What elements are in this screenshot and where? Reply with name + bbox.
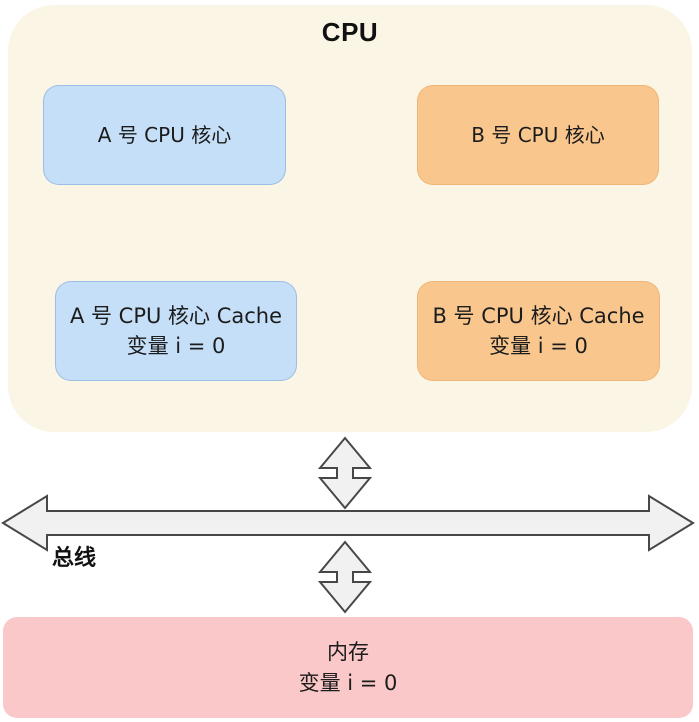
core-a-box: A 号 CPU 核心 xyxy=(43,85,286,185)
core-b-box: B 号 CPU 核心 xyxy=(417,85,659,185)
cpu-bus-double-arrow-icon xyxy=(318,436,372,510)
bus-label: 总线 xyxy=(52,546,97,571)
cache-a-variable-value: 变量 i = 0 xyxy=(126,334,226,358)
cache-b-variable-value: 变量 i = 0 xyxy=(489,334,588,358)
memory-variable-value: 变量 i = 0 xyxy=(298,670,398,695)
cache-a-box: A 号 CPU 核心 Cache 变量 i = 0 xyxy=(55,281,297,381)
core-b-label: B 号 CPU 核心 xyxy=(471,122,605,147)
memory-label: 内存 xyxy=(327,640,369,665)
bus-double-arrow-icon xyxy=(1,494,695,552)
memory-box: 内存 变量 i = 0 xyxy=(3,617,693,718)
cache-b-label: B 号 CPU 核心 Cache xyxy=(432,303,645,328)
cache-a-label: A 号 CPU 核心 Cache xyxy=(69,303,283,328)
bus-memory-double-arrow-icon xyxy=(318,540,372,614)
cpu-title: CPU xyxy=(321,17,379,47)
core-a-label: A 号 CPU 核心 xyxy=(97,122,232,147)
cache-b-box: B 号 CPU 核心 Cache 变量 i = 0 xyxy=(417,281,660,381)
